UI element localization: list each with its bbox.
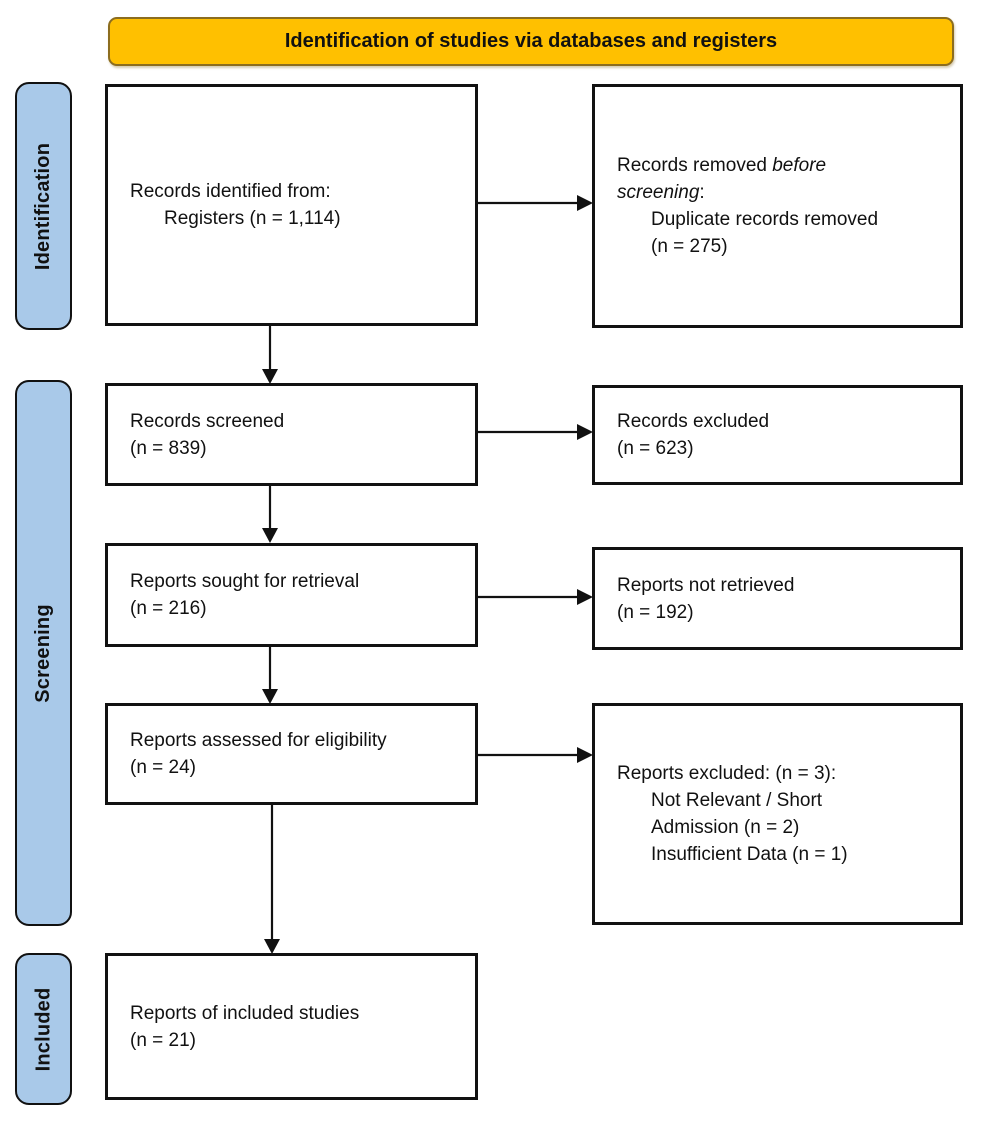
text-line: Records excluded [617, 411, 770, 432]
text-line: Insufficient Data (n = 1) [651, 844, 848, 865]
arrow-sought-to-assessed [262, 647, 278, 704]
arrow-head [262, 528, 278, 543]
arrow-head [577, 589, 593, 605]
banner-title: Identification of studies via databases … [284, 30, 778, 52]
box-records-identified: Records identified from: Registers (n = … [105, 84, 478, 326]
title-banner: Identification of studies via databases … [108, 17, 954, 66]
arrow-screened-to-sought [262, 486, 278, 543]
text-line: Records removed before [617, 152, 950, 179]
text-line: (n = 21) [130, 1029, 197, 1051]
box-records-screened: Records screened (n = 839) [105, 383, 478, 486]
text-line: Reports assessed for eligibility [130, 730, 387, 751]
text-line: Records identified from: [130, 181, 331, 202]
box-reports-not-retrieved: Reports not retrieved (n = 192) [592, 547, 963, 650]
arrow-head [577, 747, 593, 763]
text-segment-italic: screening [617, 182, 700, 203]
stage-label-text: Included [32, 987, 55, 1071]
arrow-sought-to-not-retrieved [478, 589, 593, 605]
text-line: Duplicate records removed [651, 209, 879, 230]
text-segment: : [699, 182, 705, 203]
arrow-head [262, 369, 278, 384]
text-segment-italic: before [772, 155, 827, 176]
text-line: (n = 24) [130, 757, 197, 778]
stage-label-identification: Identification [15, 82, 72, 330]
box-reports-assessed: Reports assessed for eligibility (n = 24… [105, 703, 478, 805]
arrow-identified-to-removed [478, 195, 593, 211]
text-line: Reports sought for retrieval [130, 571, 360, 592]
text-segment: Records removed [617, 155, 773, 176]
arrow-screened-to-excluded [478, 424, 593, 440]
text-line: Admission (n = 2) [651, 817, 800, 838]
text-line: (n = 192) [617, 601, 694, 623]
text-line: screening: [617, 179, 950, 206]
text-line: Not Relevant / Short [651, 790, 823, 811]
arrow-assessed-to-included [264, 805, 280, 954]
text-line: (n = 216) [130, 598, 207, 619]
stage-label-text: Identification [32, 142, 54, 270]
arrow-head [262, 689, 278, 704]
stage-label-screening: Screening [15, 380, 72, 926]
box-included-studies: Reports of included studies (n = 21) [105, 953, 478, 1100]
arrow-identified-to-screened [262, 326, 278, 384]
text-line: (n = 623) [617, 438, 694, 459]
arrow-head [264, 939, 280, 954]
box-records-removed: Records removed before screening: Duplic… [592, 84, 963, 328]
arrow-head [577, 195, 593, 211]
text-line: Registers (n = 1,114) [164, 208, 341, 229]
text-line: Reports not retrieved [617, 574, 795, 596]
box-reports-excluded: Reports excluded: (n = 3): Not Relevant … [592, 703, 963, 925]
stage-label-included: Included [15, 953, 72, 1105]
box-records-excluded: Records excluded (n = 623) [592, 385, 963, 485]
text-line: Records screened [130, 410, 285, 432]
text-line: Reports excluded: (n = 3): [617, 763, 837, 784]
stage-label-text: Screening [32, 603, 54, 703]
text-line: (n = 275) [651, 236, 728, 257]
box-reports-sought: Reports sought for retrieval (n = 216) [105, 543, 478, 647]
text-line: (n = 839) [130, 437, 207, 459]
text-line: Reports of included studies [130, 1002, 360, 1024]
arrow-assessed-to-reports-excluded [478, 747, 593, 763]
arrow-head [577, 424, 593, 440]
